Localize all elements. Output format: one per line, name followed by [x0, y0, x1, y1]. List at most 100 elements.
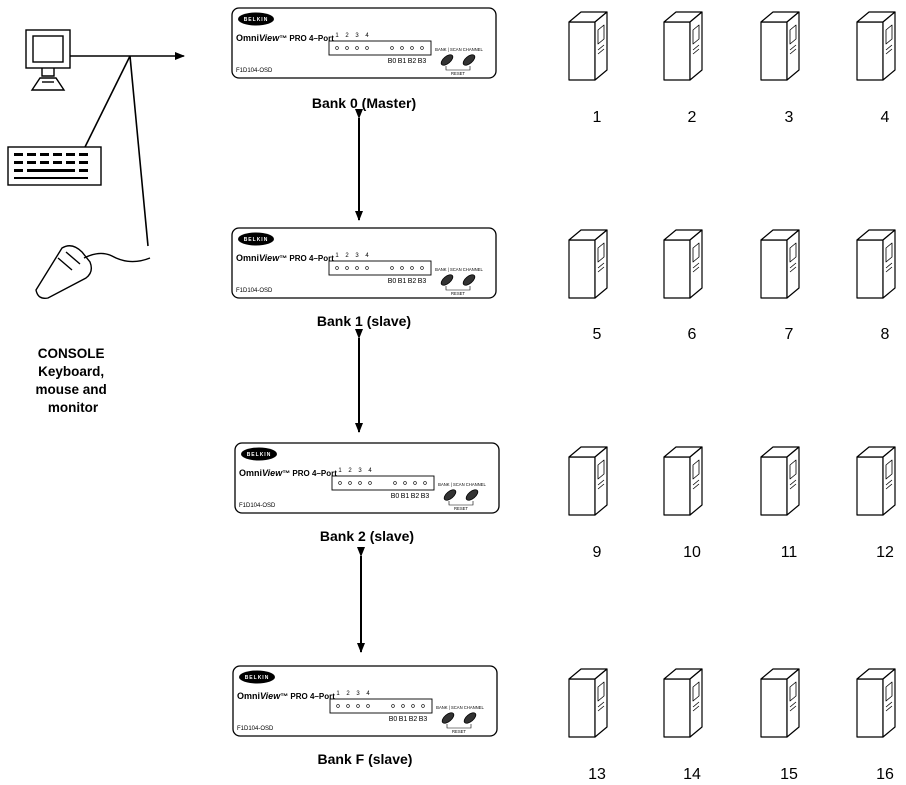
model-name: OmniView™ PRO 4–Port — [237, 691, 335, 701]
led-4 — [390, 46, 394, 50]
computer-number-9: 9 — [593, 544, 602, 561]
led-2 — [355, 266, 359, 270]
reset-label: RESET — [454, 506, 468, 511]
bank-label-b0: B0 — [388, 278, 397, 285]
part-number: F1D104-OSD — [236, 68, 273, 74]
kvm-panel — [234, 442, 500, 514]
led-0 — [335, 46, 339, 50]
brand-text: BELKIN — [244, 237, 269, 243]
led-0 — [336, 704, 340, 708]
button-labels: BANK | SCAN CHANNEL — [438, 482, 486, 487]
bank-button[interactable] — [439, 273, 454, 287]
channel-button[interactable] — [461, 273, 476, 287]
led-1 — [345, 266, 349, 270]
led-7 — [420, 46, 424, 50]
bank-label-b1: B1 — [401, 493, 410, 500]
computer-icon-4 — [856, 11, 896, 81]
bank-label-b1: B1 — [399, 716, 408, 723]
led-0 — [338, 481, 342, 485]
port-number-4: 4 — [365, 253, 369, 259]
port-number-2: 2 — [345, 253, 349, 259]
port-number-4: 4 — [368, 468, 372, 474]
port-number-2: 2 — [345, 33, 349, 39]
led-6 — [413, 481, 417, 485]
bank-button[interactable] — [439, 53, 454, 67]
computer-icon-5 — [568, 229, 608, 299]
computer-icon-16 — [856, 668, 896, 738]
led-2 — [355, 46, 359, 50]
reset-label: RESET — [451, 291, 465, 296]
computer-number-4: 4 — [881, 109, 890, 126]
reset-bracket — [446, 724, 472, 729]
led-1 — [348, 481, 352, 485]
model-name: OmniView™ PRO 4–Port — [236, 33, 334, 43]
chain-arrows — [355, 109, 365, 653]
bank-button[interactable] — [440, 711, 455, 725]
led-5 — [400, 46, 404, 50]
bank-label-b1: B1 — [398, 58, 407, 65]
led-4 — [393, 481, 397, 485]
bank-label-b3: B3 — [418, 58, 427, 65]
computer-icon-13 — [568, 668, 608, 738]
button-labels: BANK | SCAN CHANNEL — [436, 705, 484, 710]
computer-number-5: 5 — [593, 326, 602, 343]
port-number-1: 1 — [335, 253, 339, 259]
computer-number-8: 8 — [881, 326, 890, 343]
port-number-1: 1 — [338, 468, 342, 474]
led-1 — [346, 704, 350, 708]
bank-button[interactable] — [442, 488, 457, 502]
led-4 — [390, 266, 394, 270]
button-labels: BANK | SCAN CHANNEL — [435, 267, 483, 272]
led-0 — [335, 266, 339, 270]
console-caption: CONSOLE Keyboard, mouse and monitor — [35, 346, 110, 415]
bank-label-b3: B3 — [419, 716, 428, 723]
console-group: CONSOLE Keyboard, mouse and monitor — [7, 29, 185, 415]
led-3 — [365, 46, 369, 50]
computer-number-15: 15 — [780, 766, 798, 783]
bank-label-b3: B3 — [418, 278, 427, 285]
computer-icon-15 — [760, 668, 800, 738]
led-7 — [423, 481, 427, 485]
belkin-logo: BELKIN — [241, 447, 277, 461]
led-5 — [403, 481, 407, 485]
port-number-1: 1 — [335, 33, 339, 39]
channel-button[interactable] — [461, 53, 476, 67]
led-6 — [410, 46, 414, 50]
computer-icon-1 — [568, 11, 608, 81]
bank-label-b0: B0 — [388, 58, 397, 65]
channel-button[interactable] — [462, 711, 477, 725]
belkin-logo: BELKIN — [238, 12, 274, 26]
brand-text: BELKIN — [244, 17, 269, 23]
brand-text: BELKIN — [245, 675, 270, 681]
belkin-logo: BELKIN — [238, 232, 274, 246]
led-6 — [410, 266, 414, 270]
computer-icon-10 — [663, 446, 703, 516]
computer-number-13: 13 — [588, 766, 606, 783]
channel-button[interactable] — [464, 488, 479, 502]
reset-label: RESET — [451, 71, 465, 76]
bank-label-b0: B0 — [389, 716, 398, 723]
reset-bracket — [448, 501, 474, 506]
reset-bracket — [445, 66, 471, 71]
computer-number-11: 11 — [781, 544, 798, 561]
computer-icon-3 — [760, 11, 800, 81]
part-number: F1D104-OSD — [239, 503, 276, 509]
computer-number-2: 2 — [688, 109, 697, 126]
console-cables — [70, 52, 185, 247]
port-number-3: 3 — [355, 253, 359, 259]
bank-caption-0: Bank 0 (Master) — [312, 95, 416, 111]
kvm-panel — [231, 7, 497, 79]
computer-number-16: 16 — [876, 766, 894, 783]
bank-caption-2: Bank 2 (slave) — [320, 528, 414, 544]
port-number-2: 2 — [348, 468, 352, 474]
led-strip — [329, 698, 433, 714]
port-number-3: 3 — [355, 33, 359, 39]
computer-icon-11 — [760, 446, 800, 516]
bank-label-b2: B2 — [408, 278, 417, 285]
bank-label-b2: B2 — [408, 58, 417, 65]
